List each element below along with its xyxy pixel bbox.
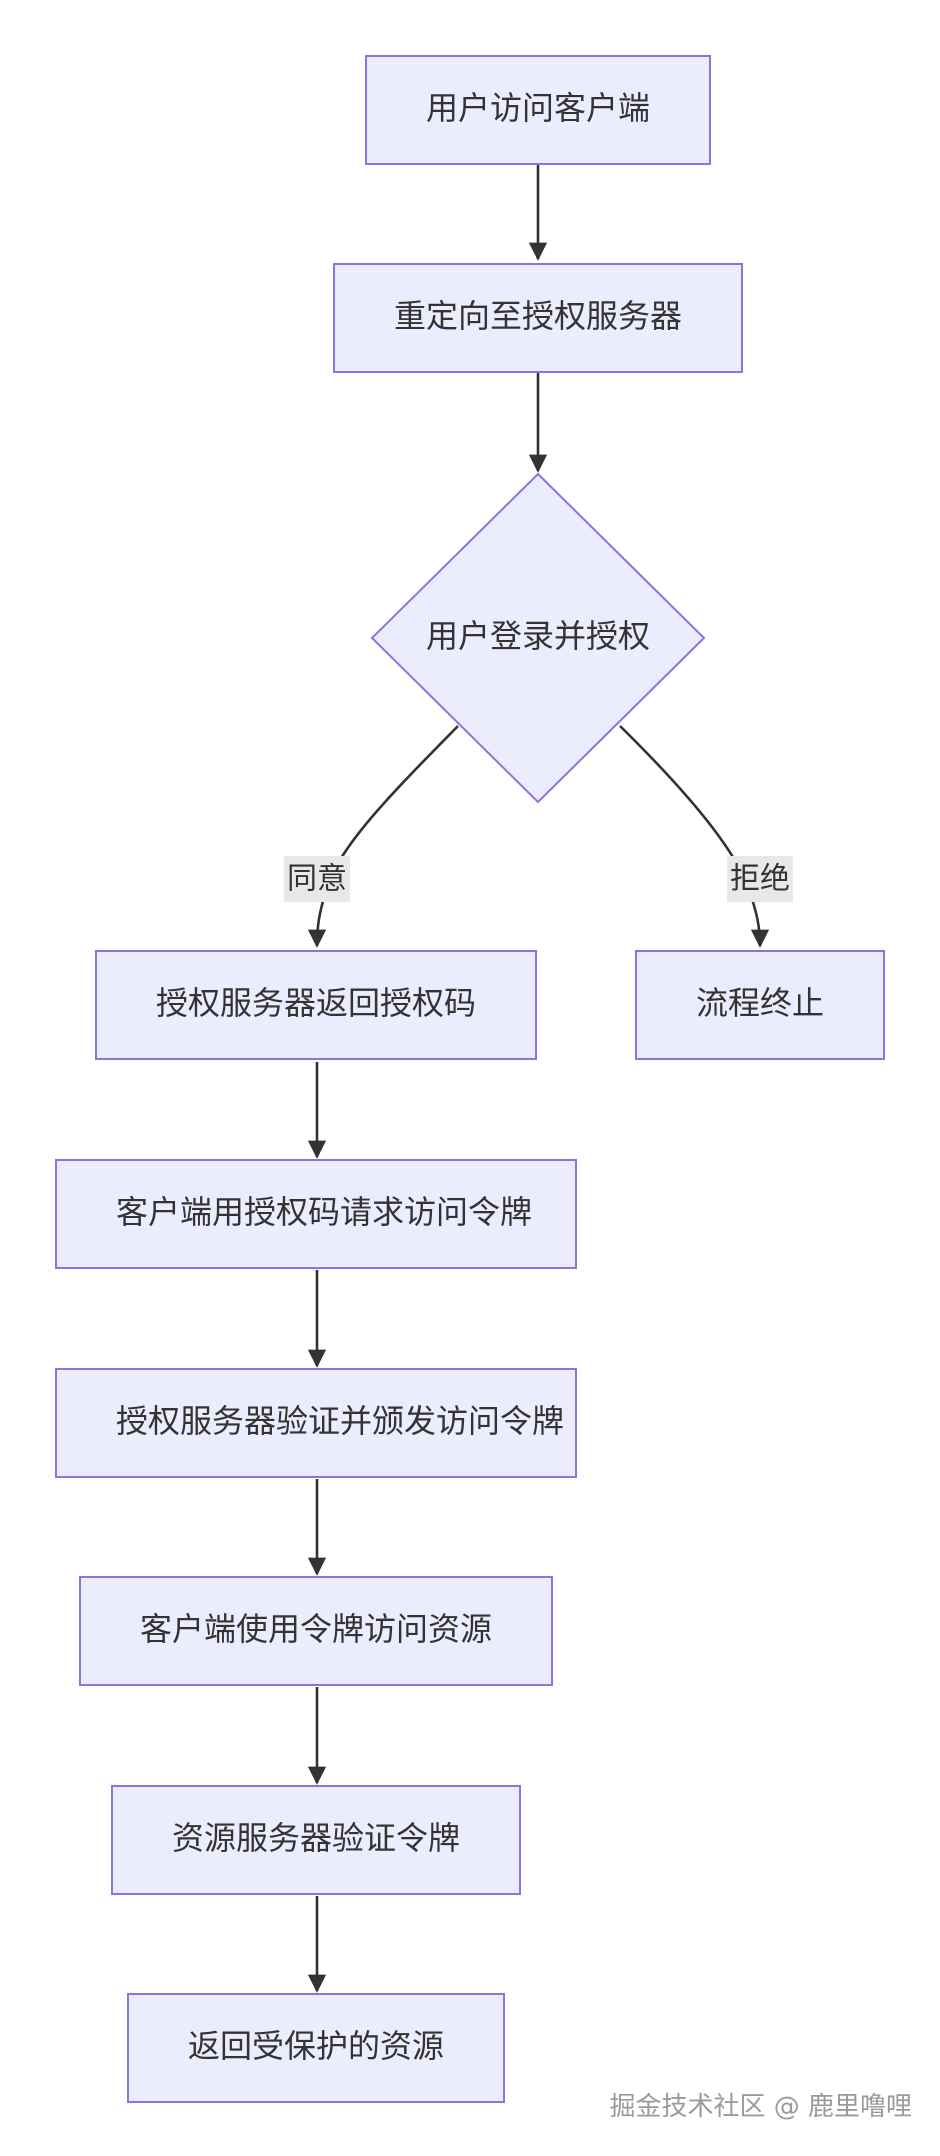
node-user-visits-client: 用户访问客户端 bbox=[365, 55, 711, 165]
node-return-protected-resource: 返回受保护的资源 bbox=[127, 1993, 505, 2103]
edge-login-reject bbox=[619, 725, 770, 948]
node-process-terminated: 流程终止 bbox=[635, 950, 885, 1060]
svg-text:拒绝: 拒绝 bbox=[730, 862, 790, 897]
svg-text:资源服务器验证令牌: 资源服务器验证令牌 bbox=[172, 1819, 460, 1857]
svg-text:重定向至授权服务器: 重定向至授权服务器 bbox=[394, 297, 682, 335]
node-redirect-to-auth-server: 重定向至授权服务器 bbox=[333, 263, 743, 373]
node-login-and-authorize-decision: 用户登录并授权 bbox=[370, 472, 706, 804]
edge-login-agree bbox=[307, 725, 459, 948]
svg-text:用户登录并授权: 用户登录并授权 bbox=[426, 617, 650, 655]
svg-text:用户访问客户端: 用户访问客户端 bbox=[426, 89, 650, 127]
node-resource-server-verifies-token: 资源服务器验证令牌 bbox=[111, 1785, 521, 1895]
edges bbox=[307, 165, 770, 1993]
svg-text:客户端使用令牌访问资源: 客户端使用令牌访问资源 bbox=[140, 1610, 492, 1648]
node-client-uses-token: 客户端使用令牌访问资源 bbox=[79, 1576, 553, 1686]
node-client-requests-token: 客户端用授权码请求访问令牌 bbox=[55, 1159, 577, 1269]
svg-text:授权服务器返回授权码: 授权服务器返回授权码 bbox=[156, 984, 476, 1022]
node-return-auth-code: 授权服务器返回授权码 bbox=[95, 950, 537, 1060]
node-server-issues-token: 授权服务器验证并颁发访问令牌 bbox=[55, 1368, 577, 1478]
watermark-text: 掘金技术社区 @ 鹿里噜哩 bbox=[609, 2092, 912, 2122]
svg-text:授权服务器验证并颁发访问令牌: 授权服务器验证并颁发访问令牌 bbox=[116, 1402, 564, 1440]
edge-label-reject: 拒绝 bbox=[727, 856, 793, 902]
svg-text:客户端用授权码请求访问令牌: 客户端用授权码请求访问令牌 bbox=[116, 1193, 532, 1231]
edge-label-agree: 同意 bbox=[284, 856, 350, 902]
svg-text:同意: 同意 bbox=[287, 862, 347, 897]
svg-text:返回受保护的资源: 返回受保护的资源 bbox=[188, 2027, 444, 2065]
svg-text:流程终止: 流程终止 bbox=[696, 984, 824, 1022]
